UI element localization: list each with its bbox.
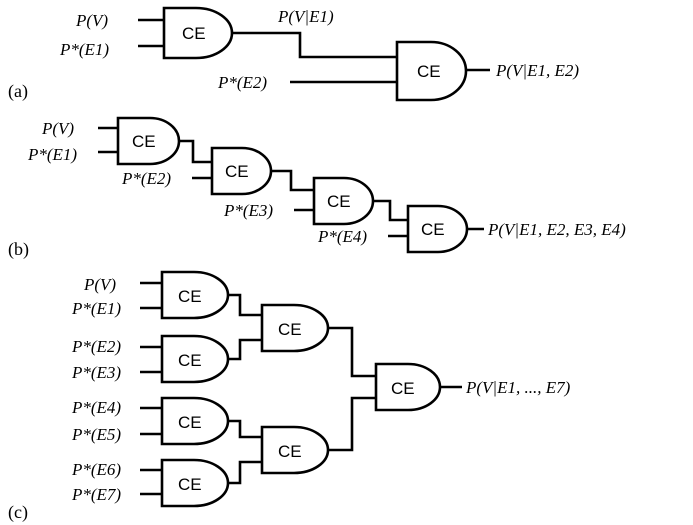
- gate-label: CE: [178, 351, 202, 370]
- wire: [228, 293, 262, 317]
- gate-label: CE: [178, 475, 202, 494]
- panel-c: CE CE CE CE CE CE CE P(V) P*: [8, 270, 571, 523]
- gate-label: CE: [391, 379, 415, 398]
- panel-label: (c): [8, 502, 28, 523]
- ce-gate: [312, 176, 375, 226]
- output-label: P(V|E1, E2, E3, E4): [487, 220, 626, 239]
- output-label: P(V|E1, ..., E7): [465, 378, 571, 397]
- panel-label: (a): [8, 81, 28, 102]
- input-label: P*(E3): [71, 363, 121, 382]
- panel-b: CE CE CE CE P(V) P*(E1) P*(E2) P*(E3) P*…: [8, 116, 626, 260]
- input-label: P(V): [83, 275, 116, 294]
- gate-label: CE: [421, 220, 445, 239]
- panel-a: CE CE P(V) P*(E1) P*(E2) P(V|E1) P(V|E1,…: [8, 6, 579, 102]
- input-label: P*(E1): [59, 40, 109, 59]
- wire: [232, 31, 397, 59]
- gate-label: CE: [278, 320, 302, 339]
- input-label: P*(E1): [71, 299, 121, 318]
- input-label: P(V): [75, 11, 108, 30]
- gate-label: CE: [225, 162, 249, 181]
- input-label: P*(E4): [317, 227, 367, 246]
- ce-gate: [260, 425, 330, 475]
- wire: [228, 338, 262, 361]
- input-label: P*(E2): [121, 169, 171, 188]
- ce-gate: [395, 40, 468, 102]
- ce-gate: [160, 396, 230, 446]
- ce-gate: [260, 303, 330, 353]
- input-label: P*(E3): [223, 201, 273, 220]
- ce-gate: [160, 334, 230, 384]
- output-label: P(V|E1, E2): [495, 61, 579, 80]
- wire: [328, 326, 376, 378]
- input-label: P*(E2): [71, 337, 121, 356]
- input-label: P*(E5): [71, 425, 121, 444]
- input-label: P*(E4): [71, 398, 121, 417]
- ce-gate: [162, 6, 234, 60]
- panel-label: (b): [8, 239, 29, 260]
- gate-label: CE: [417, 62, 441, 81]
- ce-gate: [160, 270, 230, 320]
- gate-label: CE: [327, 192, 351, 211]
- wire: [228, 460, 262, 485]
- gate-label: CE: [132, 132, 156, 151]
- wire: [328, 396, 376, 452]
- input-label: P*(E1): [27, 145, 77, 164]
- input-label: P(V): [41, 119, 74, 138]
- ce-gate: [406, 204, 469, 254]
- ce-gate: [116, 116, 181, 166]
- input-label: P*(E6): [71, 460, 121, 479]
- gate-label: CE: [178, 413, 202, 432]
- wire: [228, 419, 262, 439]
- gate-label: CE: [182, 24, 206, 43]
- input-label: P*(E7): [71, 485, 121, 504]
- gate-label: CE: [278, 442, 302, 461]
- input-label: P*(E2): [217, 73, 267, 92]
- intermediate-label: P(V|E1): [277, 7, 334, 26]
- ce-gate: [374, 362, 442, 412]
- ce-gate: [160, 458, 230, 508]
- wire: [271, 169, 314, 192]
- wire: [373, 199, 408, 222]
- ce-gate: [210, 146, 273, 196]
- gate-label: CE: [178, 287, 202, 306]
- wire: [179, 139, 212, 164]
